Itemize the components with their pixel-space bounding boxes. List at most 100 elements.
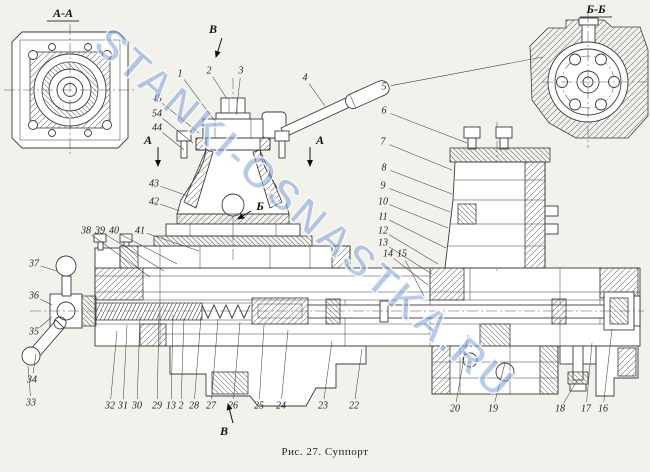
leader-line-7 <box>389 144 453 171</box>
spring <box>201 303 251 320</box>
section-view-aa: А-А <box>4 6 136 156</box>
leader-line-27 <box>211 318 219 400</box>
callout-28: 28 <box>189 400 199 411</box>
handle-lever <box>280 96 353 138</box>
callout-32: 32 <box>104 400 115 411</box>
callout-30: 30 <box>131 400 142 411</box>
callout-13: 13 <box>166 400 176 411</box>
leader-line-18 <box>563 380 578 404</box>
tool-post-clamp <box>153 78 390 262</box>
figure-caption: Рис. 27. Суппорт <box>281 446 369 458</box>
cross-slide <box>93 233 351 269</box>
callout-17: 17 <box>581 403 592 414</box>
section-mark-Б-3: Б <box>255 199 264 213</box>
callout-10: 10 <box>378 196 388 207</box>
leader-line-13 <box>170 314 174 400</box>
leader-line-54 <box>162 118 194 144</box>
callout-18: 18 <box>555 403 565 414</box>
callout-25: 25 <box>254 400 264 411</box>
view-aa-title: А-А <box>52 6 73 20</box>
leader-line-15 <box>404 260 425 297</box>
callout-34: 34 <box>26 374 37 385</box>
leader-line-45 <box>162 103 200 134</box>
leader-line-40 <box>120 233 178 265</box>
callout-5: 5 <box>382 81 387 92</box>
section-view-bb: Б-Б <box>529 2 649 148</box>
callout-42: 42 <box>149 196 159 207</box>
leader-line-6 <box>390 113 468 144</box>
leader-line-36 <box>40 298 53 306</box>
leader-line-39 <box>105 234 165 272</box>
leader-line-28 <box>194 316 202 400</box>
apron <box>169 345 639 407</box>
callout-12: 12 <box>378 225 388 236</box>
callout-36: 36 <box>28 290 39 301</box>
callout-38: 38 <box>80 225 91 236</box>
leader-line-3 <box>235 77 241 116</box>
leader-line-31 <box>123 324 128 400</box>
leader-line-25 <box>259 324 265 400</box>
leader-line-13 <box>388 246 433 275</box>
callout-20: 20 <box>450 403 460 414</box>
leader-line-32 <box>110 330 118 400</box>
lock-nut <box>567 371 589 385</box>
leader-line-10 <box>389 204 449 229</box>
callout-3: 3 <box>238 65 244 76</box>
callout-43: 43 <box>149 178 159 189</box>
callout-22: 22 <box>349 400 359 411</box>
leader-line-16 <box>603 328 613 403</box>
section-arrow-В-4 <box>226 403 234 424</box>
leader-line-19 <box>494 362 506 403</box>
callout-1: 1 <box>178 68 183 79</box>
callout-31: 31 <box>117 400 128 411</box>
leader-line-12 <box>388 234 439 265</box>
leader-line-42 <box>160 204 181 212</box>
leader-line-41 <box>146 232 200 252</box>
callout-41: 41 <box>135 225 145 236</box>
callout-40: 40 <box>109 225 119 236</box>
callout-26: 26 <box>228 400 238 411</box>
callout-24: 24 <box>276 400 286 411</box>
callout-27: 27 <box>206 400 217 411</box>
callout-19: 19 <box>488 403 498 414</box>
section-arrow-Б-3 <box>237 210 252 220</box>
section-arrow-В-0 <box>214 37 223 58</box>
leader-line-14 <box>393 258 429 286</box>
callout-33: 33 <box>25 397 36 408</box>
leader-line-43 <box>160 186 189 197</box>
leader-line-9 <box>389 188 451 213</box>
leader-line-30 <box>136 316 141 400</box>
callout-2: 2 <box>179 400 184 411</box>
callout-29: 29 <box>152 400 162 411</box>
leader-line-23 <box>323 340 333 400</box>
leader-line-37 <box>40 265 58 272</box>
leader-line-29 <box>156 312 160 400</box>
clamp-nut <box>220 97 246 114</box>
leader-line-2 <box>180 317 185 400</box>
callout-23: 23 <box>318 400 328 411</box>
leader-line-24 <box>281 329 289 400</box>
ball-knob-crank <box>21 346 41 366</box>
leader-line-2 <box>212 76 228 100</box>
callout-11: 11 <box>378 211 387 222</box>
view-bb-title: Б-Б <box>585 2 606 16</box>
leader-line-34 <box>32 353 37 374</box>
leader-line-44 <box>162 132 185 151</box>
callout-2: 2 <box>207 65 212 76</box>
handle-grip <box>345 80 390 110</box>
callout-15: 15 <box>397 248 407 259</box>
lead-screw-assembly <box>21 255 644 366</box>
leader-line-33 <box>27 365 31 397</box>
leader-line-8 <box>390 170 453 195</box>
section-mark-А-2: А <box>315 133 324 147</box>
callout-13: 13 <box>378 237 388 248</box>
leader-line-11 <box>389 219 447 249</box>
leader-line-17 <box>586 342 593 403</box>
callout-6: 6 <box>382 105 387 116</box>
ball-knob-top <box>55 255 77 277</box>
callout-45: 45 <box>152 93 162 104</box>
callout-44: 44 <box>152 122 162 133</box>
